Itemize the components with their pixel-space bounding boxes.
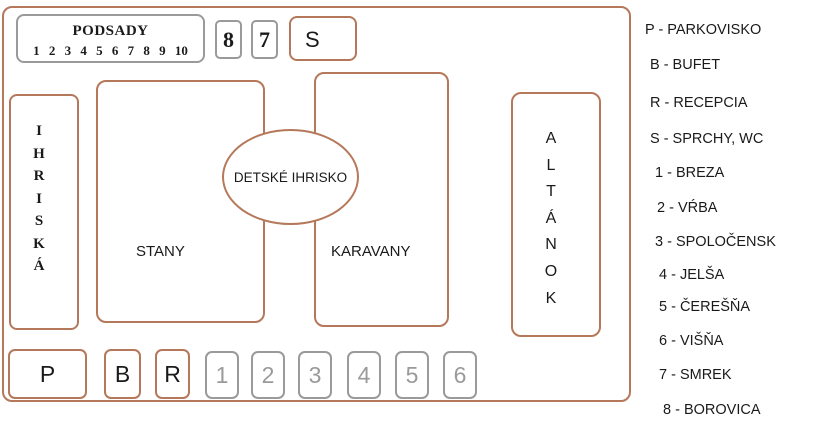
legend-item: 8 - BOROVICA (663, 402, 761, 418)
cabin-8: 8 (215, 20, 242, 59)
legend-item: P - PARKOVISKO (645, 22, 762, 38)
letter: L (546, 156, 556, 174)
legend-item: 5 - ČEREŠŇA (659, 299, 751, 315)
tents-label: STANY (136, 243, 185, 260)
legend-item: 4 - JELŠA (659, 267, 725, 283)
children-playground: DETSKÉ IHRISKO (222, 129, 359, 225)
letter: A (545, 130, 557, 147)
letter: I (36, 123, 42, 139)
podsady-title: PODSADY (72, 23, 149, 39)
cabin-3: 3 (298, 351, 332, 399)
letter: K (545, 289, 557, 307)
legend-item: B - BUFET (650, 57, 721, 73)
podsady-numbers: 1 2 3 4 5 6 7 8 9 10 (33, 43, 188, 58)
legend-item: 2 - VŔBA (657, 200, 718, 216)
letter: S (34, 213, 44, 229)
cabin-6: 6 (443, 351, 477, 399)
parking-box: P (8, 349, 87, 399)
gazebo-area: A L T Á N O K (511, 92, 601, 337)
reception-box: R (155, 349, 190, 399)
cabin-4: 4 (347, 351, 381, 399)
playground-left-label: I H R I S K Á (29, 120, 49, 278)
letter: T (546, 183, 556, 201)
playground-left-area: I H R I S K Á (9, 94, 79, 330)
letter: K (33, 235, 45, 252)
legend-item: 1 - BREZA (655, 165, 725, 181)
cabin-1: 1 (205, 351, 239, 399)
legend-item: S - SPRCHY, WC (650, 131, 764, 147)
gazebo-label: A L T Á N O K (541, 126, 561, 312)
cabin-5: 5 (395, 351, 429, 399)
podsady-area: PODSADY 1 2 3 4 5 6 7 8 9 10 (16, 14, 205, 63)
letter: R (33, 168, 45, 184)
letter: Á (33, 258, 45, 274)
letter: I (36, 190, 42, 207)
legend-item: 6 - VIŠŇA (659, 333, 724, 349)
letter: O (544, 262, 558, 280)
cabin-7: 7 (251, 20, 278, 59)
cabin-2: 2 (251, 351, 285, 399)
buffet-box: B (104, 349, 141, 399)
letter: N (545, 236, 557, 254)
campsite-boundary (2, 6, 631, 402)
showers-label: S (305, 27, 320, 52)
legend-item: 7 - SMREK (659, 367, 732, 383)
showers-area: S (289, 16, 357, 61)
letter: Á (545, 209, 557, 227)
caravans-label: KARAVANY (331, 243, 411, 260)
legend-item: R - RECEPCIA (650, 95, 748, 111)
legend-item: 3 - SPOLOČENSK (655, 234, 776, 250)
letter: H (33, 145, 45, 162)
